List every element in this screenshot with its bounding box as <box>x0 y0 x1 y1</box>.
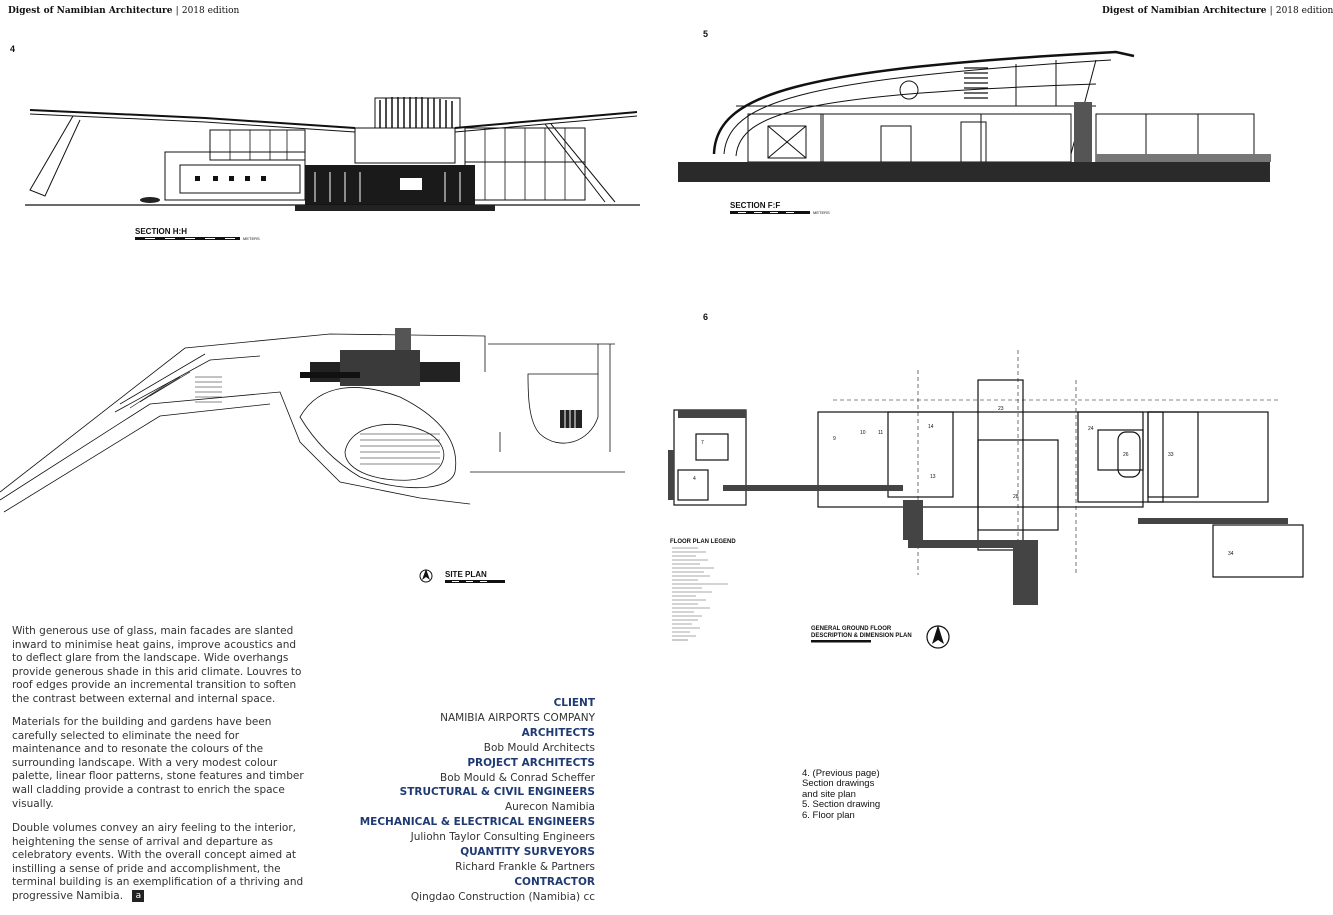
running-header-right: Digest of Namibian Architecture | 2018 e… <box>1102 6 1333 16</box>
body-paragraph-2: Materials for the building and gardens h… <box>12 716 304 810</box>
header-title: Digest of Namibian Architecture <box>8 6 173 16</box>
end-mark-icon: a <box>132 889 145 902</box>
credit-role: CONTRACTOR <box>514 875 595 888</box>
svg-text:34: 34 <box>1228 551 1234 557</box>
svg-text:7: 7 <box>701 440 704 446</box>
site-plan-drawing: SITE PLAN <box>0 328 625 583</box>
caption-line: and site plan <box>802 788 856 800</box>
svg-text:28: 28 <box>1013 494 1019 500</box>
credit-role: QUANTITY SURVEYORS <box>460 846 595 859</box>
project-credits: CLIENT NAMIBIA AIRPORTS COMPANY ARCHITEC… <box>295 696 595 905</box>
svg-text:24: 24 <box>1088 426 1094 432</box>
header-separator: | <box>1269 6 1273 16</box>
svg-text:13: 13 <box>930 474 936 480</box>
svg-text:11: 11 <box>878 430 883 436</box>
figure-number-5: 5 <box>703 29 709 39</box>
section-ff-label: SECTION F:F <box>730 201 780 210</box>
credit-role: CLIENT <box>553 697 595 709</box>
caption-line: 6. Floor plan <box>802 809 855 821</box>
credit-name: Richard Frankle & Partners <box>455 860 595 873</box>
section-ff-drawing: SECTION F:F METERS <box>678 50 1271 215</box>
credit-role: STRUCTURAL & CIVIL ENGINEERS <box>399 786 595 799</box>
header-title: Digest of Namibian Architecture <box>1102 6 1267 16</box>
floor-plan-title-line2: DESCRIPTION & DIMENSION PLAN <box>811 633 912 639</box>
floor-plan-title-line1: GENERAL GROUND FLOOR <box>811 626 892 632</box>
section-hh-label: SECTION H:H <box>135 227 187 236</box>
header-separator: | <box>175 6 179 16</box>
header-edition: 2018 edition <box>181 6 240 16</box>
svg-text:9: 9 <box>833 436 836 442</box>
svg-text:10: 10 <box>860 430 866 436</box>
section-hh-drawing: SECTION H:H METERS <box>25 97 640 241</box>
scale-unit-label: METERS <box>813 210 830 215</box>
svg-text:33: 33 <box>1168 452 1174 458</box>
north-arrow-icon <box>926 625 950 649</box>
caption-line: 5. Section drawing <box>802 799 881 811</box>
caption-line: Section drawings <box>802 778 875 790</box>
header-edition: 2018 edition <box>1275 6 1333 16</box>
floor-plan-drawing: 7 4 9 10 11 14 23 28 24 26 33 34 13 FLOOR PLAN L… <box>668 350 1304 649</box>
credit-role: ARCHITECTS <box>521 726 595 739</box>
credit-name: NAMIBIA AIRPORTS COMPANY <box>440 711 595 724</box>
scale-unit-label: METERS <box>243 236 260 241</box>
body-paragraph-3-text: Double volumes convey an airy feeling to… <box>12 822 304 902</box>
svg-text:14: 14 <box>928 424 934 430</box>
credit-name: Bob Mould & Conrad Scheffer <box>440 771 595 784</box>
figure-number-6: 6 <box>703 312 709 322</box>
credit-name: Bob Mould Architects <box>483 741 595 754</box>
credit-name: Qingdao Construction (Namibia) cc <box>410 890 595 903</box>
body-paragraph-1: With generous use of glass, main facades… <box>12 625 302 705</box>
svg-text:26: 26 <box>1123 452 1129 458</box>
caption-line: 4. (Previous page) <box>802 768 880 779</box>
floor-plan-legend-label: FLOOR PLAN LEGEND <box>670 539 736 545</box>
figure-number-4: 4 <box>10 44 16 54</box>
credit-role: MECHANICAL & ELECTRICAL ENGINEERS <box>359 816 595 829</box>
site-plan-label: SITE PLAN <box>445 570 487 579</box>
svg-text:4: 4 <box>693 476 696 482</box>
credit-role: PROJECT ARCHITECTS <box>467 756 595 769</box>
svg-text:23: 23 <box>998 406 1004 412</box>
credit-name: Juliohn Taylor Consulting Engineers <box>410 831 595 844</box>
figure-captions: 4. (Previous page) Section drawings and … <box>802 768 942 821</box>
body-paragraph-3: Double volumes convey an airy feeling to… <box>12 822 307 904</box>
credit-name: Aurecon Namibia <box>504 801 595 814</box>
running-header-left: Digest of Namibian Architecture | 2018 e… <box>8 6 239 16</box>
